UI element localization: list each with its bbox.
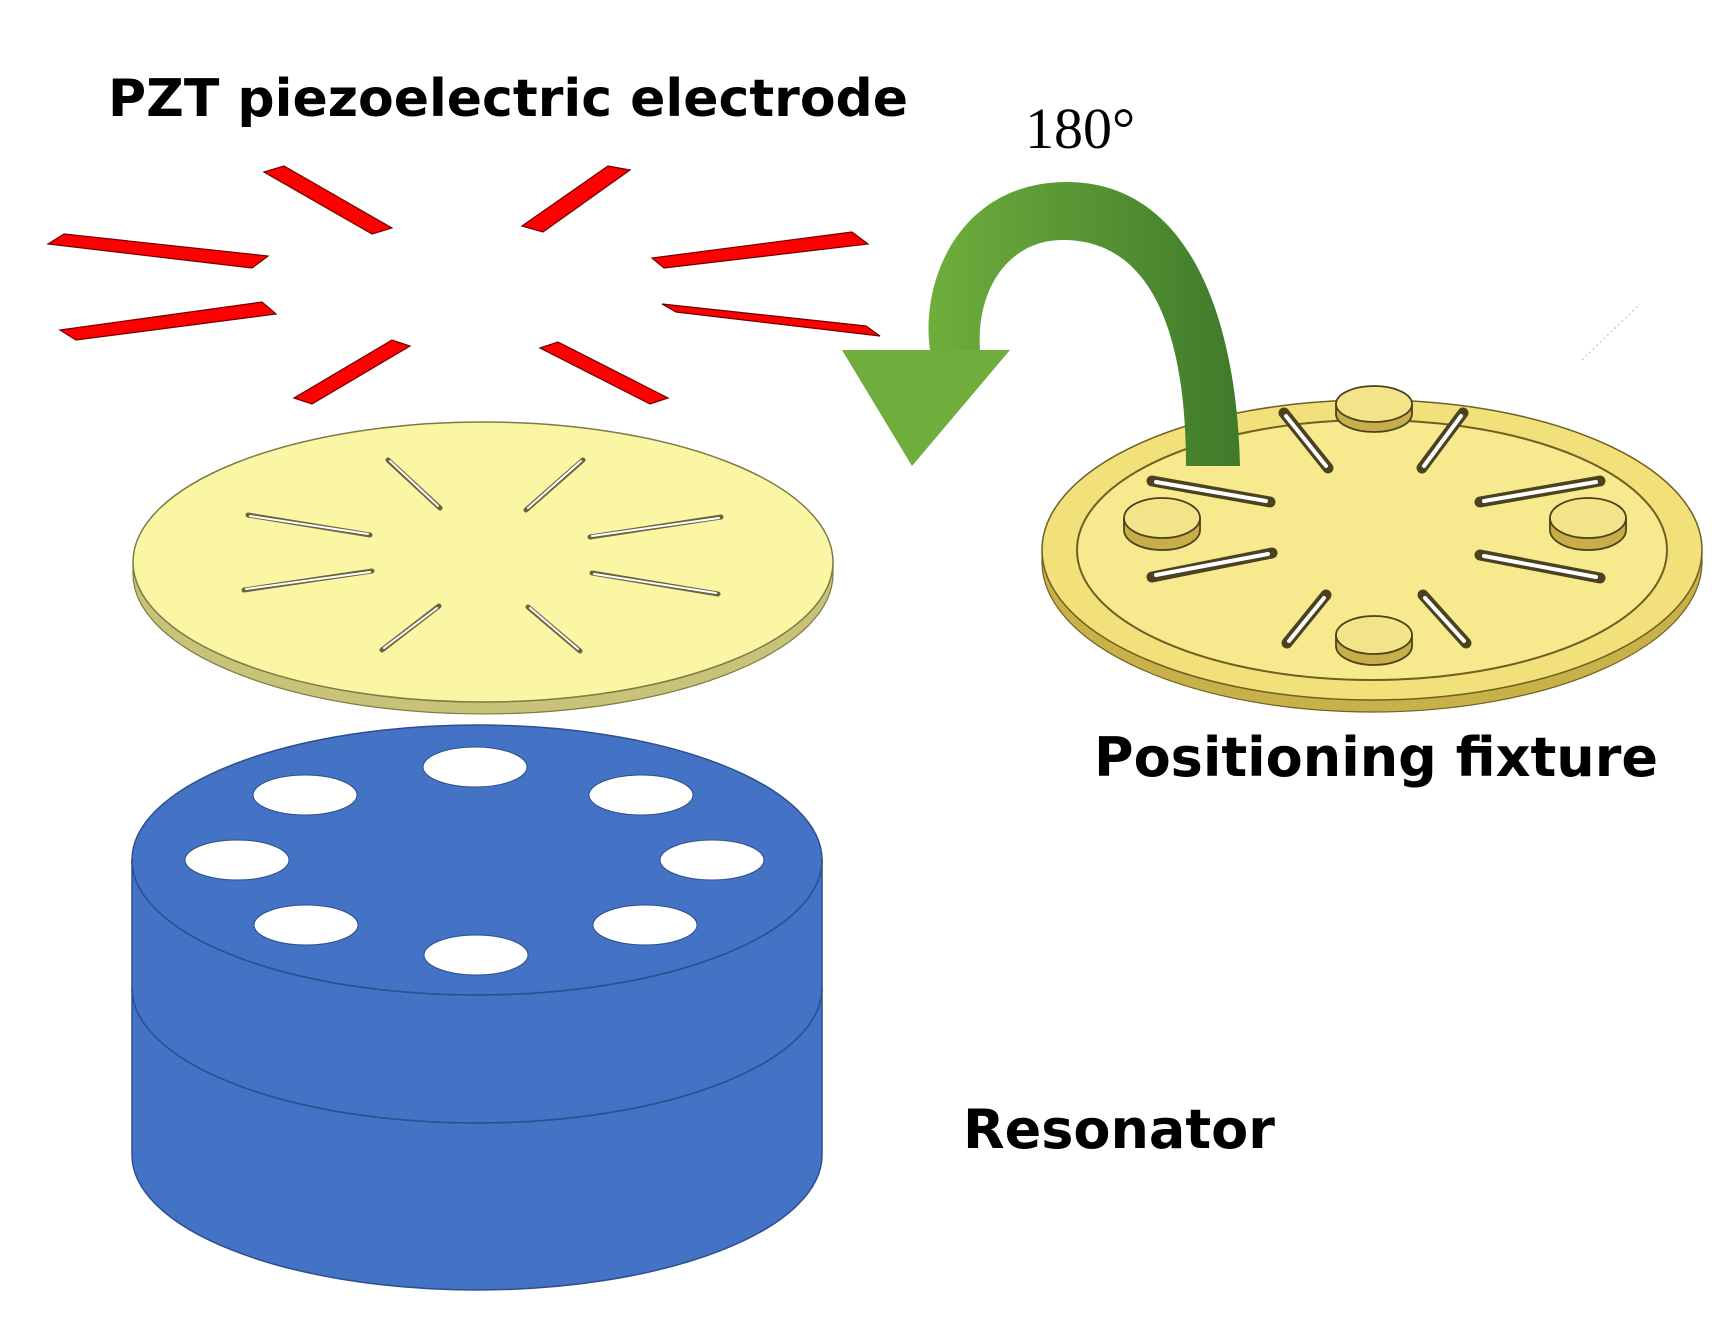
- resonator: [131, 724, 823, 1291]
- fixture-pin: [1549, 497, 1627, 551]
- resonator-hole: [422, 746, 528, 788]
- resonator-hole: [423, 934, 529, 976]
- label-resonator: Resonator: [963, 1098, 1275, 1161]
- pzt-electrode-strip: [538, 341, 670, 405]
- plate-face: [132, 421, 834, 703]
- pzt-electrode-strip: [58, 301, 278, 341]
- resonator-hole: [659, 839, 765, 881]
- arrow-band: [928, 182, 1240, 466]
- resonator-holes: [184, 746, 765, 976]
- positioning-fixture: [1041, 303, 1703, 713]
- rotate-180-arrow: [842, 182, 1240, 466]
- pzt-electrode-strip: [661, 303, 881, 337]
- resonator-hole: [252, 774, 358, 816]
- fixture-pin: [1123, 497, 1201, 551]
- label-positioning-fixture: Positioning fixture: [1094, 726, 1658, 789]
- positioning-fixture-flipped: [132, 421, 834, 715]
- arrow-head: [842, 350, 1010, 466]
- resonator-hole: [253, 904, 359, 946]
- pzt-electrode-strip: [292, 339, 412, 405]
- fixture-pin: [1335, 385, 1413, 433]
- pzt-electrode-strip: [520, 165, 632, 233]
- plate-slot-openings: [245, 460, 720, 650]
- fixture-pins: [1123, 385, 1627, 666]
- fixture-hairline: [1581, 303, 1641, 361]
- resonator-hole: [184, 839, 290, 881]
- fixture-slot-openings: [1154, 414, 1598, 643]
- fixture-pin: [1335, 615, 1413, 666]
- resonator-hole: [588, 774, 694, 816]
- pzt-electrodes: [46, 165, 881, 405]
- pzt-electrode-strip: [650, 231, 870, 269]
- label-pzt-electrode: PZT piezoelectric electrode: [108, 69, 908, 129]
- label-rotation: 180°: [1025, 96, 1135, 161]
- pzt-electrode-strip: [46, 233, 270, 269]
- pzt-electrode-strip: [262, 165, 394, 235]
- resonator-hole: [592, 904, 698, 946]
